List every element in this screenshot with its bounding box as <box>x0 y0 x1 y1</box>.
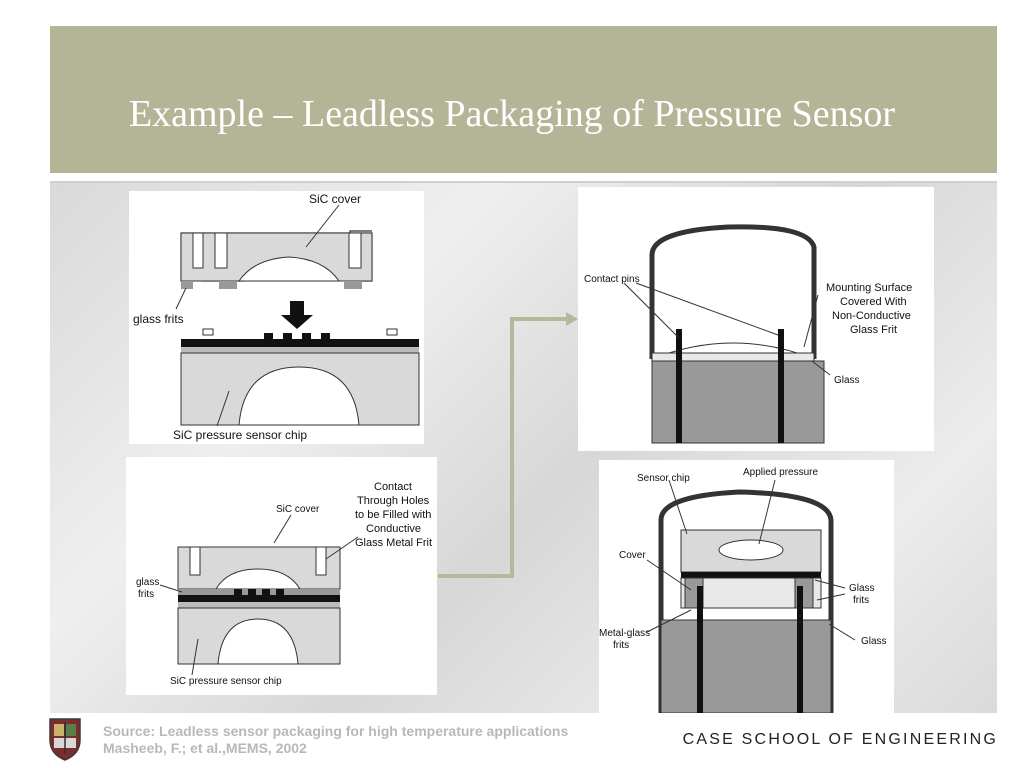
label-cover: Cover <box>619 550 646 561</box>
label-contact-3: to be Filled with <box>355 509 431 521</box>
label-contact-pins: Contact pins <box>584 274 640 285</box>
label-contact-2: Through Holes <box>357 495 430 507</box>
label-glass-frits-1: Glass <box>849 583 875 594</box>
label-glass-frits-2: frits <box>853 595 869 606</box>
label-sensor-chip: Sensor chip <box>637 473 690 484</box>
title-band <box>50 26 997 173</box>
school-name: CASE SCHOOL OF ENGINEERING <box>682 731 998 748</box>
label-sensor-chip: SiC pressure sensor chip <box>170 676 282 687</box>
label-mount-4: Glass Frit <box>850 324 897 336</box>
label-contact-4: Conductive <box>366 523 421 535</box>
label-mount-3: Non-Conductive <box>832 310 911 322</box>
diagram-assembly-before: SiC cover glass frits SiC pressure senso… <box>129 191 424 444</box>
label-metal-glass-1: Metal-glass <box>599 628 650 639</box>
source-line-1: Source: Leadless sensor packaging for hi… <box>103 723 569 739</box>
label-glass-1: glass <box>136 577 159 588</box>
label-mount-2: Covered With <box>840 296 907 308</box>
label-metal-glass-2: frits <box>613 640 629 651</box>
label-glass-2: frits <box>138 589 154 600</box>
label-applied-pressure: Applied pressure <box>743 467 818 478</box>
label-mount-1: Mounting Surface <box>826 282 912 294</box>
label-sensor-chip: SiC pressure sensor chip <box>173 428 307 442</box>
diagram-contact-pins: Contact pins Mounting Surface Covered Wi… <box>578 187 934 451</box>
diagram-sensor-package: Sensor chip Applied pressure Cover Glass… <box>599 460 894 713</box>
content-area: SiC cover glass frits SiC pressure senso… <box>50 181 997 713</box>
case-shield-logo <box>49 718 81 761</box>
diagram-assembly-after: SiC cover Contact Through Holes to be Fi… <box>126 457 437 695</box>
label-glass: Glass <box>861 636 887 647</box>
label-contact-5: Glass Metal Frit <box>355 537 432 549</box>
slide-title: Example – Leadless Packaging of Pressure… <box>128 93 896 135</box>
source-citation: Source: Leadless sensor packaging for hi… <box>103 723 568 757</box>
label-sic-cover: SiC cover <box>276 504 320 515</box>
label-glass-frits: glass frits <box>133 312 184 326</box>
label-glass: Glass <box>834 375 860 386</box>
label-sic-cover: SiC cover <box>309 192 361 206</box>
flow-arrow <box>438 312 578 578</box>
source-line-2: Masheeb, F.; et al.,MEMS, 2002 <box>103 740 307 756</box>
label-contact-1: Contact <box>374 481 412 493</box>
